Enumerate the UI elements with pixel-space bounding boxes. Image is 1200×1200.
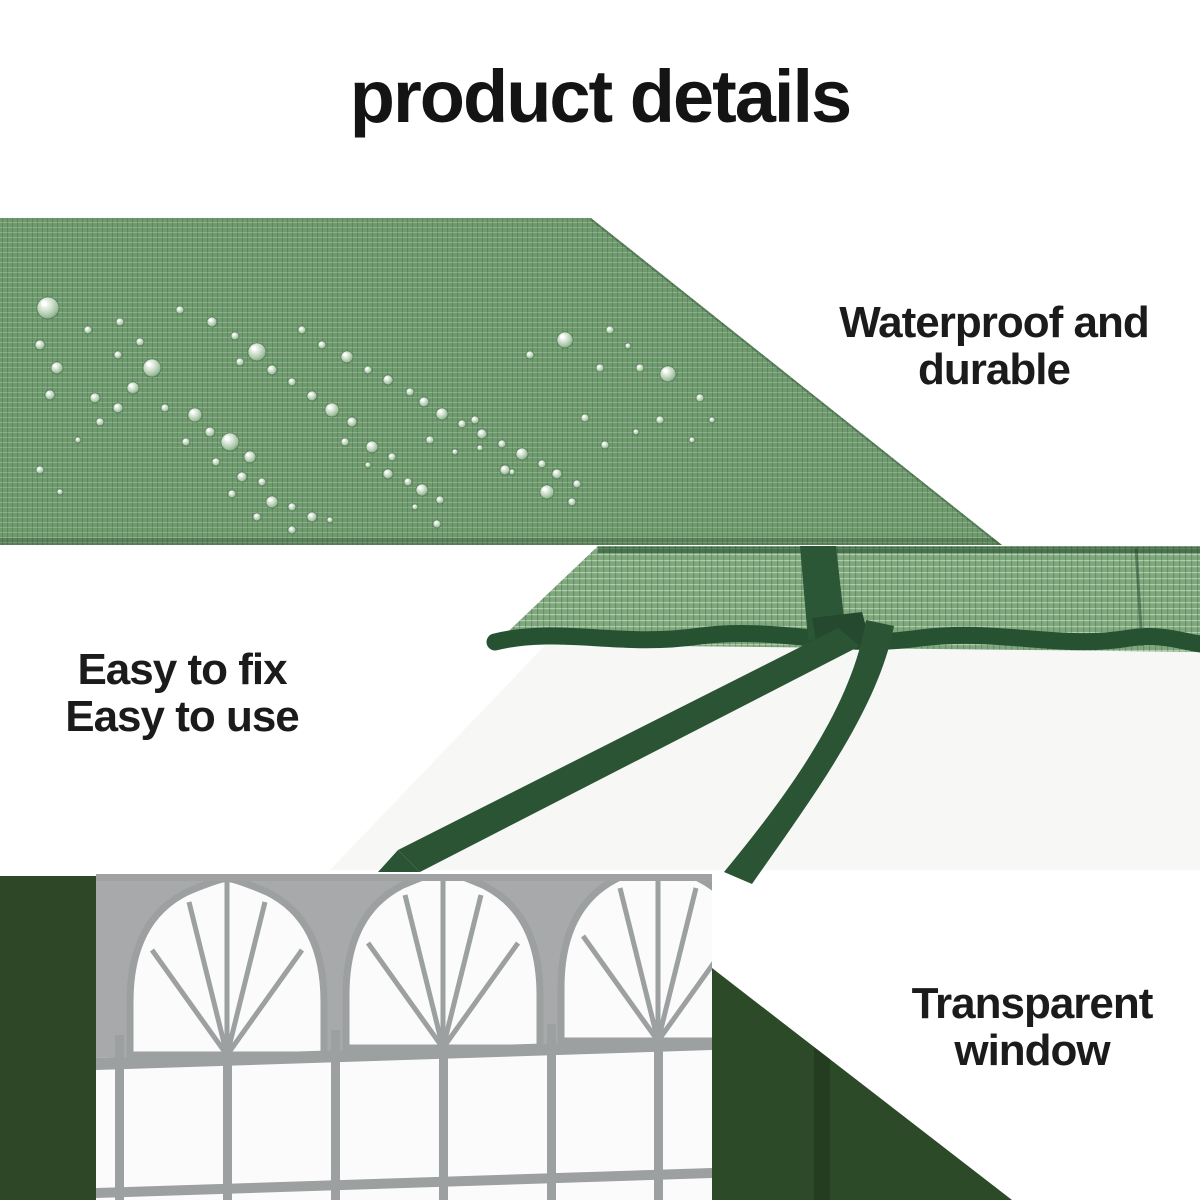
- corner-wall-triangle: [712, 968, 1012, 1200]
- vertical-mullions: [115, 1020, 663, 1200]
- window-callout: Transparent window: [812, 980, 1200, 1074]
- fabric-detail: [0, 218, 1002, 545]
- horizontal-mullion-2: [96, 1168, 712, 1198]
- horizontal-mullion-1: [96, 1038, 712, 1070]
- page-title: product details: [349, 55, 852, 138]
- corner-wall-shadow-stripe: [814, 1047, 830, 1200]
- easy-callout-line1: Easy to fix: [77, 645, 287, 694]
- window-callout-line2: window: [954, 1026, 1110, 1075]
- ribbon-left: [398, 628, 860, 872]
- ribbon-left-tip: [378, 850, 420, 872]
- water-droplets: [34, 296, 716, 535]
- window-photo: [0, 874, 1012, 1200]
- waterproof-callout-line2: durable: [918, 345, 1071, 394]
- window-top-rail: [96, 874, 712, 881]
- window-frame: [96, 874, 712, 1200]
- easy-callout-line2: Easy to use: [65, 692, 300, 741]
- wall-panel: [0, 876, 96, 1200]
- fabric-bottom-edge: [0, 538, 1002, 545]
- easy-callout: Easy to fix Easy to use: [0, 646, 404, 740]
- waterproof-fabric-photo: [0, 218, 1002, 545]
- hem-and-ties-photo: [378, 546, 1200, 884]
- hem-band: [495, 546, 1200, 652]
- window-callout-line1: Transparent: [911, 979, 1154, 1028]
- ribbon-right: [724, 620, 894, 884]
- waterproof-callout: Waterproof and durable: [744, 299, 1200, 393]
- corner-wall: [712, 968, 1012, 1200]
- waterproof-callout-line1: Waterproof and: [839, 298, 1149, 347]
- fabric-fold-edge: [589, 218, 1002, 545]
- arch-fan-spokes: [149, 874, 712, 1057]
